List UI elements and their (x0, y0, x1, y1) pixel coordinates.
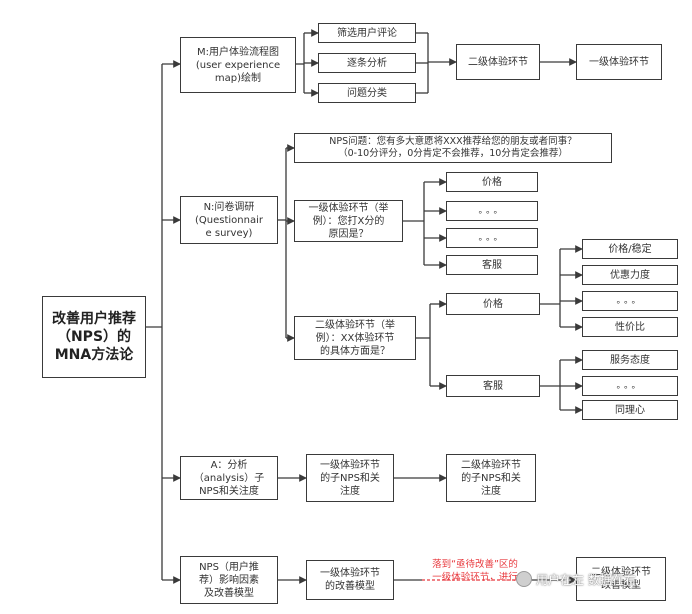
a-level2-node: 二级体验环节 的子NPS和关 注度 (446, 454, 536, 502)
watermark: 用户在左 数据在右 (516, 570, 690, 588)
price-option-ellipsis: 。。。 (582, 291, 678, 311)
service-option-ellipsis: 。。。 (582, 376, 678, 396)
n-question-level1: 一级体验环节（举 例）：您打X分的 原因是？ (294, 200, 403, 242)
n-service-node: 客服 (446, 375, 540, 397)
n-price-node: 价格 (446, 293, 540, 315)
n-q1-option-ellipsis-2: 。。。 (446, 228, 538, 248)
price-option-discount: 优惠力度 (582, 265, 678, 285)
nps-level2-model-node: 二级体验环节 改善模型 (576, 557, 666, 601)
n-questionnaire-node: N:问卷调研 (Questionnair e survey) (180, 196, 278, 244)
red-note: 落到“亟待改善”区的 一级体验环节，进行 (432, 559, 518, 583)
m-step-filter-reviews: 筛选用户评论 (318, 23, 416, 43)
wechat-logo-icon (516, 571, 532, 587)
nps-factor-node: NPS（用户推 荐）影响因素 及改善模型 (180, 556, 278, 604)
m-step-classify: 问题分类 (318, 83, 416, 103)
n-q1-option-service: 客服 (446, 255, 538, 275)
service-option-attitude: 服务态度 (582, 350, 678, 370)
root-node: 改善用户推荐 （NPS）的 MNA方法论 (42, 296, 146, 378)
n-nps-question: NPS问题：您有多大意愿将XXX推荐给您的朋友或者同事？ （0-10分评分，0分… (294, 133, 612, 163)
nps-level1-model-node: 一级体验环节 的改善模型 (306, 560, 394, 600)
price-option-value: 性价比 (582, 317, 678, 337)
m-level2-node: 二级体验环节 (456, 44, 540, 80)
price-option-stability: 价格/稳定 (582, 239, 678, 259)
a-level1-node: 一级体验环节 的子NPS和关 注度 (306, 454, 394, 502)
a-analysis-node: A：分析 （analysis）子 NPS和关注度 (180, 456, 278, 500)
watermark-text: 用户在左 数据在右 (536, 572, 636, 587)
n-q1-option-price: 价格 (446, 172, 538, 192)
m-user-experience-map-node: M:用户体验流程图 (user experience map)绘制 (180, 37, 296, 93)
n-q1-option-ellipsis-1: 。。。 (446, 201, 538, 221)
m-level1-node: 一级体验环节 (576, 44, 662, 80)
m-step-analyze: 逐条分析 (318, 53, 416, 73)
n-question-level2: 二级体验环节（举 例）：XX体验环节 的具体方面是？ (294, 316, 416, 360)
service-option-empathy: 同理心 (582, 400, 678, 420)
